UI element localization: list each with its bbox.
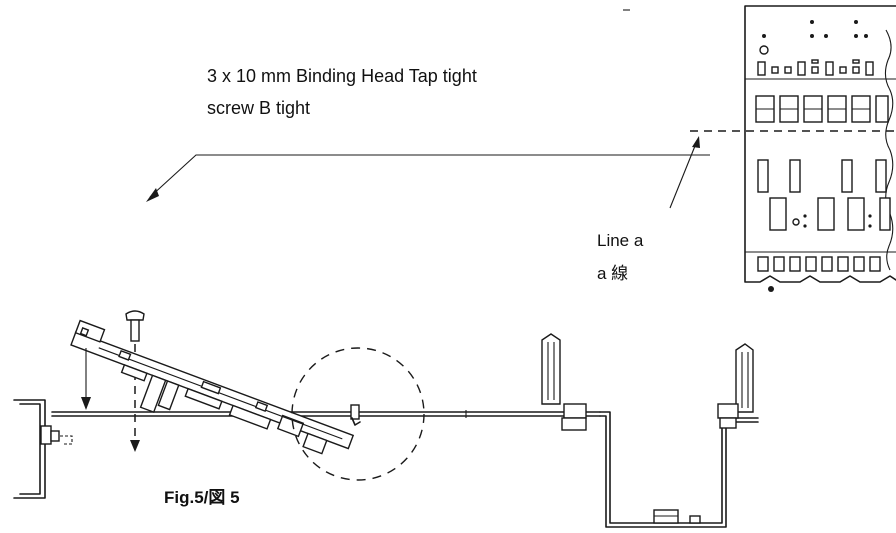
tilted-board xyxy=(70,319,355,455)
upright-connector-1 xyxy=(541,333,587,431)
left-bracket xyxy=(13,399,73,499)
u-channel xyxy=(599,411,759,528)
detail-top-row xyxy=(757,59,874,76)
mounting-plate xyxy=(51,410,601,418)
detail-second-row xyxy=(755,95,889,123)
line-a-reference xyxy=(669,130,896,209)
line-a-label-japanese: a 線 xyxy=(597,264,629,283)
detail-bottom-row xyxy=(757,256,881,272)
screw-label-line-2: screw B tight xyxy=(207,98,311,118)
detail-circle xyxy=(291,347,425,481)
figure-caption: Fig.5/図 5 xyxy=(164,488,240,507)
screw-leader-line xyxy=(149,154,710,198)
line-a-label: Line a xyxy=(597,231,644,250)
screw-label-line-1: 3 x 10 mm Binding Head Tap tight xyxy=(207,66,477,86)
detail-third-row xyxy=(757,159,887,193)
screw-insertion-arrowhead xyxy=(130,440,140,452)
lowering-arrowhead xyxy=(81,397,91,410)
screw-b xyxy=(125,310,145,342)
detail-fourth-row xyxy=(769,197,891,231)
upright-connector-2 xyxy=(717,343,754,429)
screw-leader-arrowhead xyxy=(146,188,159,202)
board-hook xyxy=(350,404,361,426)
board-detail-view xyxy=(744,5,896,292)
